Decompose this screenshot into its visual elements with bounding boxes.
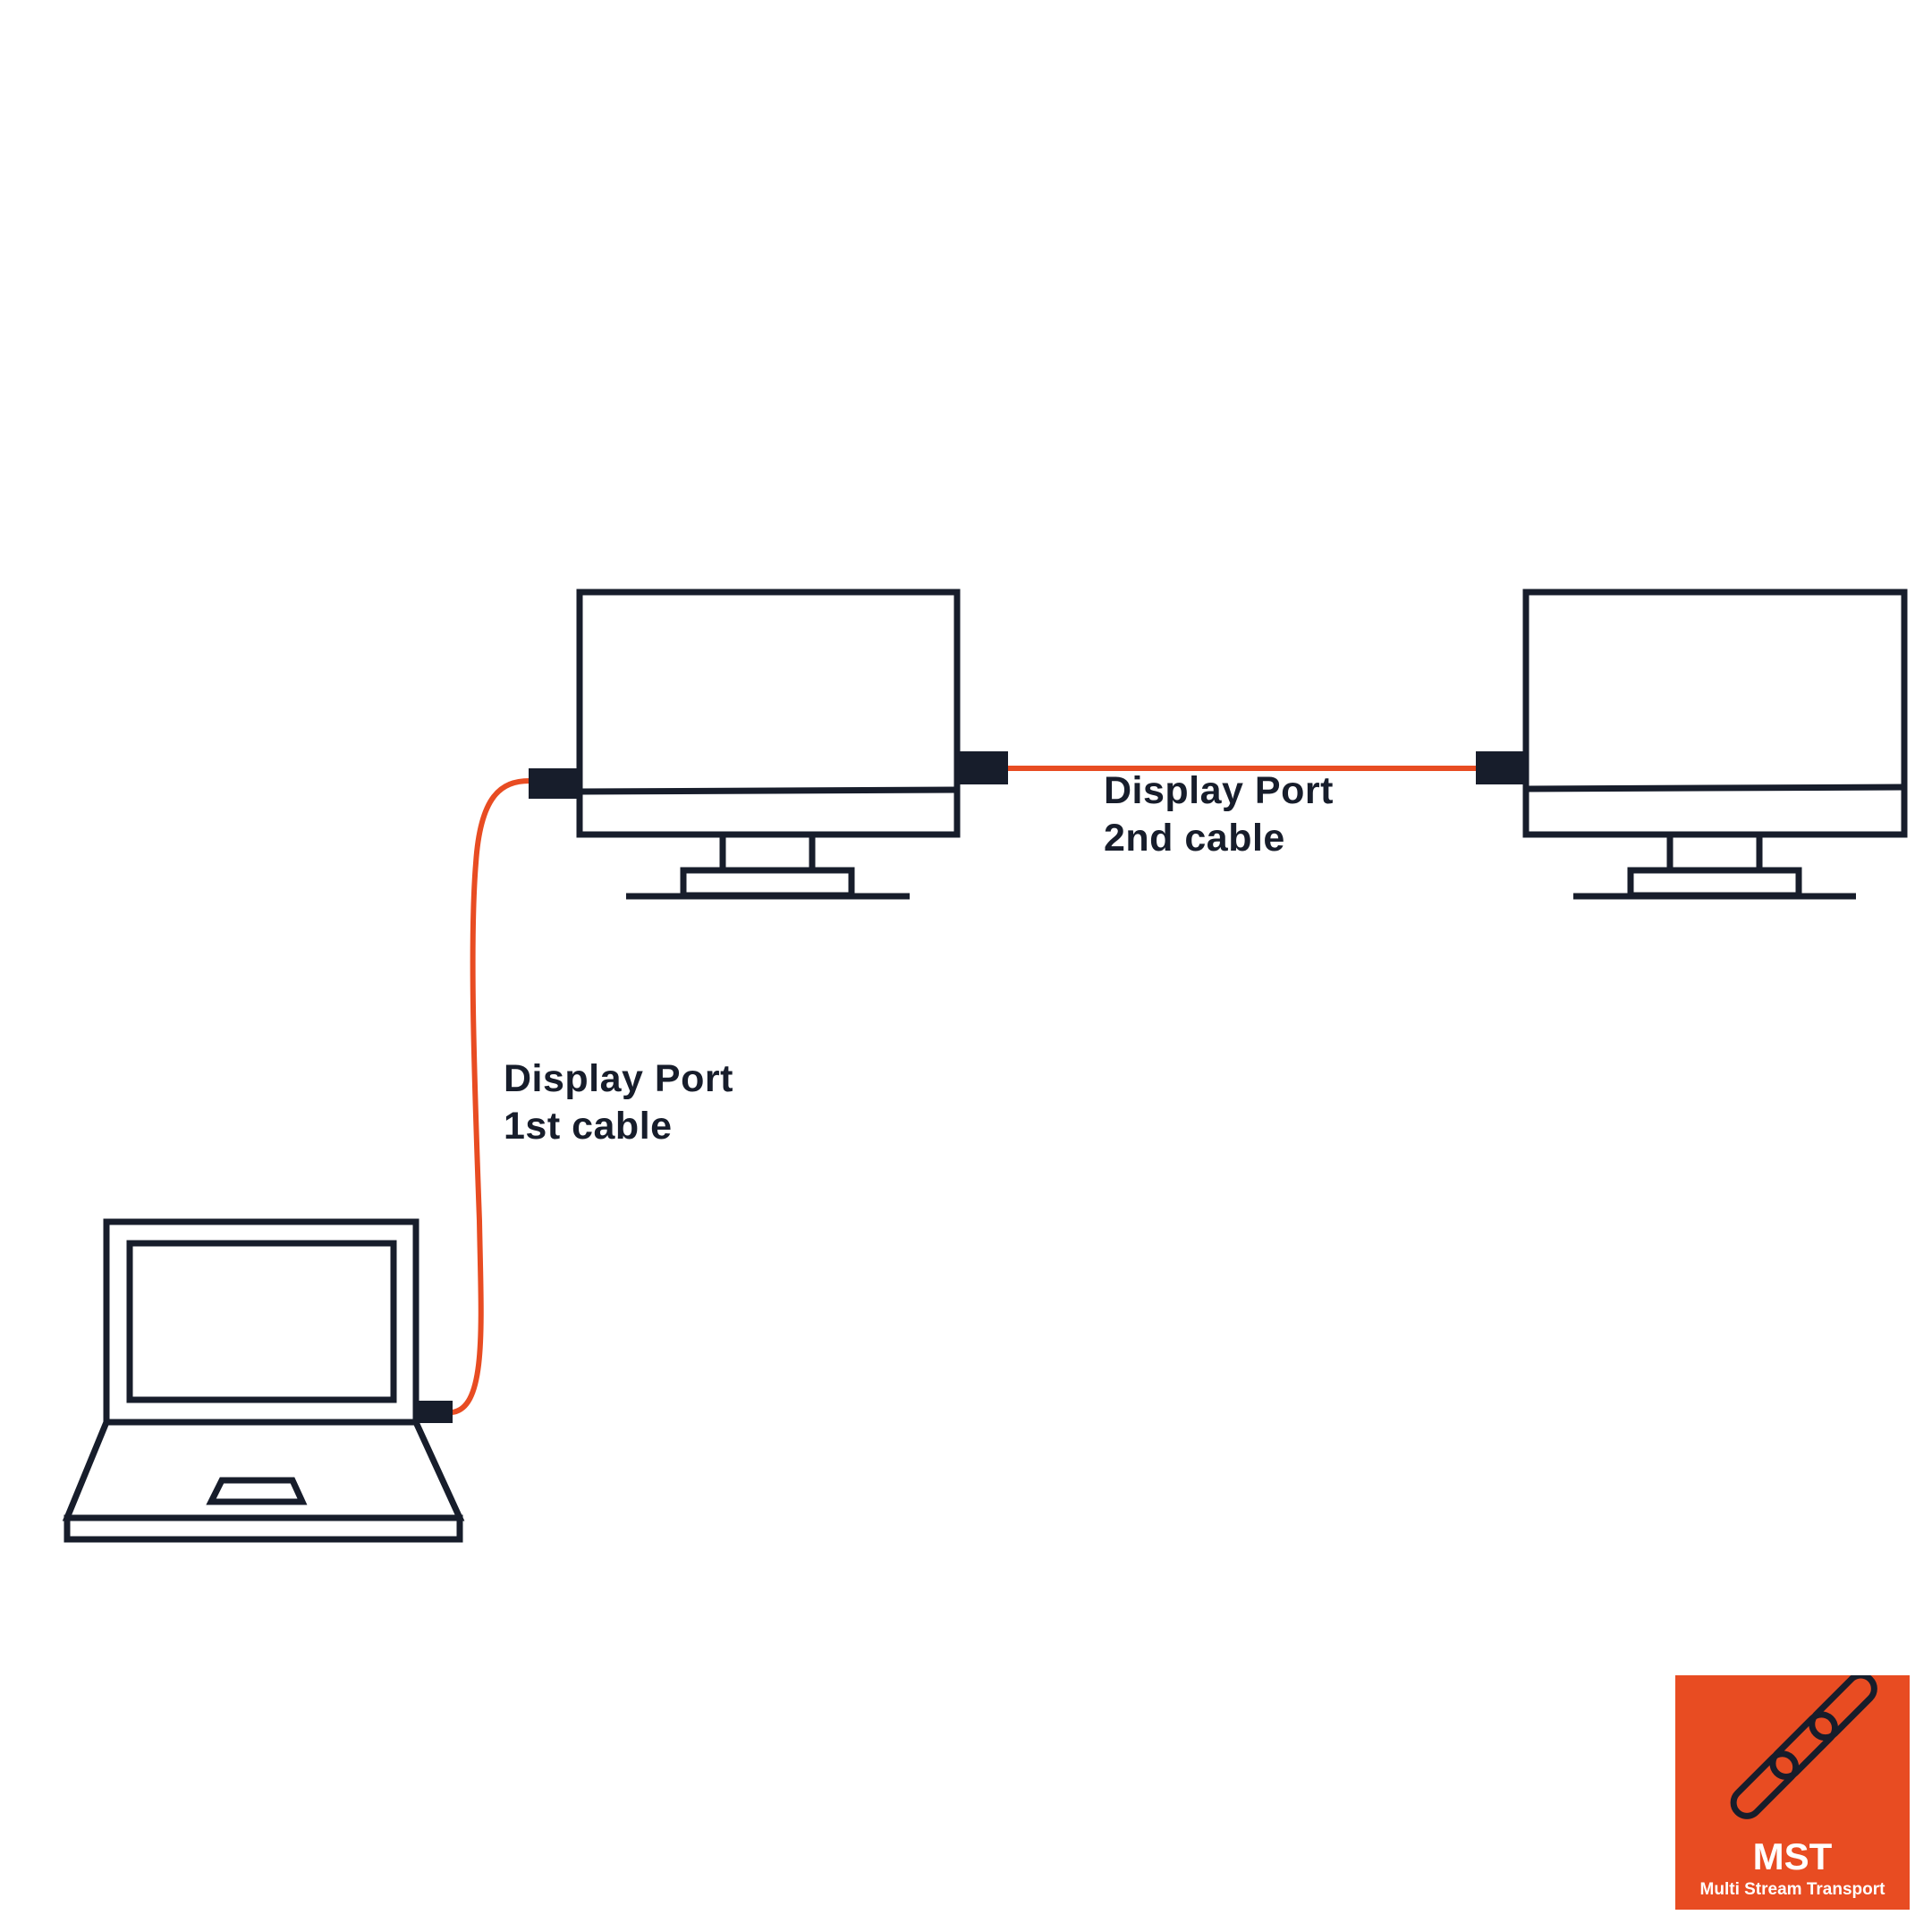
monitor-1-input-connector xyxy=(529,768,580,799)
cable-2-label-line-1: Display Port xyxy=(1104,769,1334,812)
laptop-icon xyxy=(62,1218,465,1543)
badge-acronym: MST xyxy=(1752,1835,1833,1877)
monitor-1-icon xyxy=(576,589,961,900)
badge-full-name: Multi Stream Transport xyxy=(1699,1880,1885,1899)
monitor-2-icon xyxy=(1522,589,1908,900)
cable-1-label-line-1: Display Port xyxy=(504,1057,733,1100)
monitor-2-input-connector xyxy=(1476,751,1526,784)
cable-2-label: Display Port 2nd cable xyxy=(1104,767,1334,862)
cable-1-label-line-2: 1st cable xyxy=(504,1105,673,1148)
cable-1-label: Display Port 1st cable xyxy=(504,1055,733,1150)
monitor-1-output-connector xyxy=(957,751,1008,784)
laptop-port-connector xyxy=(416,1401,453,1423)
cable-2-label-line-2: 2nd cable xyxy=(1104,817,1285,860)
cable-1 xyxy=(451,778,530,1415)
mst-badge: MST Multi Stream Transport xyxy=(1675,1675,1910,1910)
chain-link-icon xyxy=(1730,1675,1877,1819)
